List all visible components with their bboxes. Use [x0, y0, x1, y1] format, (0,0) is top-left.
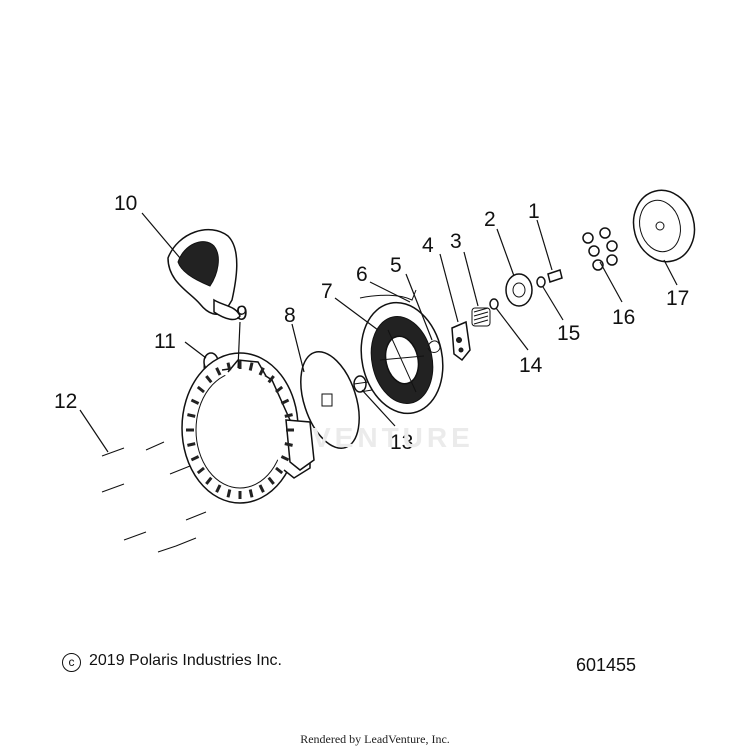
vent-slot — [238, 361, 242, 369]
vent-slot — [215, 367, 222, 376]
vent-slot — [186, 428, 194, 432]
part-17-cover[interactable] — [626, 183, 703, 268]
part-12-bolts[interactable] — [101, 441, 207, 553]
drawing-number: 601455 — [576, 655, 637, 675]
vent-slot — [284, 442, 293, 447]
part-10-starter-handle[interactable] — [167, 228, 241, 321]
part-16-nuts[interactable] — [582, 227, 618, 271]
part-7-pulley-reel[interactable] — [351, 295, 453, 421]
callout-5: 5 — [390, 254, 402, 277]
callout-3: 3 — [450, 230, 462, 253]
housing-vent-slots — [186, 361, 294, 499]
vent-slot — [280, 455, 290, 462]
callout-8: 8 — [284, 304, 296, 327]
part-13-bushing[interactable] — [353, 375, 373, 393]
vent-slot — [248, 362, 254, 371]
vent-slot — [196, 385, 205, 394]
vent-slot — [205, 476, 213, 485]
part-14-washer[interactable] — [489, 298, 499, 310]
copyright-icon: c — [62, 653, 81, 672]
callout-6: 6 — [356, 263, 368, 286]
callout-12: 12 — [54, 390, 77, 413]
vent-slot — [258, 484, 265, 493]
vent-slot — [190, 398, 200, 405]
callout-17: 17 — [666, 287, 689, 310]
callout-7: 7 — [321, 280, 333, 303]
part-4-ratchet-pawl[interactable] — [451, 320, 471, 362]
callout-11: 11 — [154, 330, 176, 353]
callout-1: 1 — [528, 200, 540, 223]
part-8-washer[interactable] — [290, 344, 370, 455]
vent-slot — [267, 476, 275, 485]
copyright-text: 2019 Polaris Industries Inc. — [89, 652, 282, 669]
vent-slot — [187, 413, 196, 418]
vent-slot — [205, 375, 213, 384]
vent-slot — [275, 385, 284, 394]
callout-14: 14 — [519, 354, 543, 377]
vent-slot — [284, 413, 293, 418]
rendered-by-credit: Rendered by LeadVenture, Inc. — [300, 732, 450, 746]
vent-slot — [286, 428, 294, 432]
callout-4: 4 — [422, 234, 434, 257]
vent-slot — [226, 362, 232, 371]
callout-15: 15 — [557, 322, 580, 345]
vent-slot — [280, 398, 290, 405]
callout-2: 2 — [484, 208, 496, 231]
part-3-spring[interactable] — [471, 307, 491, 327]
vent-slot — [238, 491, 242, 499]
callout-16: 16 — [612, 306, 635, 329]
part-5-spring-clip[interactable] — [427, 340, 441, 353]
vent-slot — [275, 466, 284, 475]
vent-slot — [248, 489, 254, 498]
part-2-friction-plate[interactable] — [505, 273, 533, 307]
part-6-rope[interactable] — [359, 289, 417, 301]
vent-slot — [215, 484, 222, 493]
vent-slot — [226, 489, 232, 498]
callout-10: 10 — [114, 192, 137, 215]
vent-slot — [258, 367, 265, 376]
callout-13: 13 — [390, 431, 413, 454]
watermark: VENTURE — [312, 422, 474, 453]
part-15-washer[interactable] — [536, 276, 546, 288]
vent-slot — [187, 442, 196, 447]
copyright-notice: c 2019 Polaris Industries Inc. — [62, 652, 282, 672]
vent-slot — [190, 455, 200, 462]
part-9-recoil-housing[interactable] — [181, 352, 315, 504]
callout-9: 9 — [236, 302, 248, 325]
callout-labels: 1 2 3 4 5 6 7 8 9 10 11 12 13 14 15 16 1… — [54, 192, 689, 454]
vent-slot — [196, 466, 205, 475]
part-1-screw[interactable] — [547, 269, 563, 283]
leader-lines — [79, 212, 678, 453]
vent-slot — [267, 375, 275, 384]
